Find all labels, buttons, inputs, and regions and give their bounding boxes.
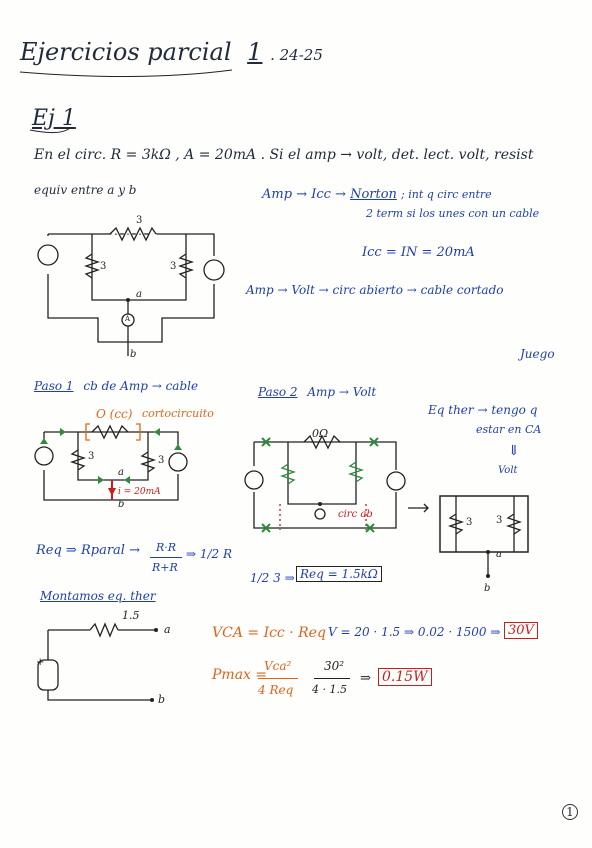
norton-rest: ; int q circ entre (401, 188, 492, 201)
page-title: Ejercicios parcial 1 . 24-25 (20, 40, 323, 64)
p1-node-b: b (118, 499, 125, 510)
pmax-fraction-bar-2 (314, 678, 350, 679)
c1-r-left-label: 3 (100, 261, 107, 272)
page-number: 1 (562, 804, 578, 820)
vca-calc: V = 20 · 1.5 ⇒ 0.02 · 1500 ⇒ (328, 625, 501, 639)
p1-node-a: a (118, 467, 124, 478)
pmax-den2: 4 · 1.5 (312, 683, 347, 696)
montamos-r: 1.5 (122, 609, 140, 622)
vca-formula: VCA = Icc · Req (212, 625, 326, 641)
paso1-label: Paso 1 (34, 379, 74, 393)
c1-r-top-label: 3 (136, 215, 143, 226)
pmax-result: 0.15W (378, 668, 432, 686)
note-term: 2 term si los unes con un cable (366, 207, 540, 220)
eq-node-b: b (484, 583, 491, 594)
title-number: 1 (247, 38, 263, 66)
paso2-text: Amp → Volt (307, 385, 377, 399)
signature: Juego (520, 347, 555, 361)
paso1-oc: O (cc) (96, 407, 133, 421)
pmax-num: Vca² (264, 659, 292, 673)
p1-r-left-label: 3 (88, 451, 95, 462)
note-amp-icc: Amp → Icc → Norton ; int q circ entre (262, 188, 492, 201)
req-result: Req = 1.5kΩ (296, 566, 382, 582)
montamos-heading: Montamos eq. ther (40, 589, 156, 603)
c1-r-right-label: 3 (170, 261, 177, 272)
amp-icc-text: Amp → Icc → (262, 187, 346, 202)
note-amp-volt: Amp → Volt → circ abierto → cable cortad… (246, 283, 504, 297)
p1-r-right-label: 3 (158, 455, 165, 466)
eq-ther-volt: Volt (498, 465, 518, 476)
req-fraction-bar (150, 557, 182, 558)
req-left: Req ⇒ Rparal → (36, 543, 140, 558)
eq-ther-line2: estar en CA (476, 423, 542, 436)
eq-r-left-label: 3 (466, 517, 473, 528)
section-heading: Ej 1 (32, 106, 76, 131)
c1-node-b: b (130, 349, 137, 360)
paso1-current: i = 20mA (118, 487, 161, 497)
pmax-label: Pmax = (212, 667, 268, 683)
req-third: 1/2 3 ⇒ (250, 571, 295, 585)
eq-ther-arrow: ⇓ (508, 443, 520, 459)
pmax-arrow: ⇒ (360, 671, 371, 686)
c1-ammeter-label: A (125, 315, 131, 323)
eq-r-right-label: 3 (496, 515, 503, 526)
mont-node-b: b (158, 693, 166, 706)
paso1-heading: Paso 1 cb de Amp → cable (34, 380, 198, 392)
paso2-res: 0Ω (312, 427, 329, 440)
pmax-num2: 30² (324, 659, 345, 673)
mont-node-a: a (164, 623, 171, 636)
eq-node-a: a (496, 549, 502, 560)
note-icc: Icc = IN = 20mA (362, 245, 475, 260)
paso1-corto: cortocircuito (142, 407, 214, 420)
c1-node-a: a (136, 289, 142, 300)
pmax-fraction-bar (258, 678, 298, 679)
paso2-heading: Paso 2 Amp → Volt (258, 386, 376, 398)
vca-result: 30V (504, 622, 538, 639)
title-year: . 24-25 (270, 46, 323, 64)
mont-source-plus: + (36, 657, 45, 668)
req-num: R·R (156, 541, 177, 554)
eq-ther-line1: Eq ther → tengo q (428, 403, 538, 417)
paso2-label: Paso 2 (258, 385, 298, 399)
pmax-den: 4 Req (258, 683, 294, 697)
statement-line1: En el circ. R = 3kΩ , A = 20mA . Si el a… (34, 147, 534, 163)
req-den: R+R (152, 561, 178, 574)
title-main: Ejercicios parcial (20, 38, 232, 66)
paso2-circab: circ ab (338, 509, 373, 520)
statement-line2: equiv entre a y b (34, 183, 137, 197)
paso1-text: cb de Amp → cable (83, 379, 199, 393)
req-half: ⇒ 1/2 R (186, 547, 233, 561)
norton-word: Norton (350, 187, 397, 202)
